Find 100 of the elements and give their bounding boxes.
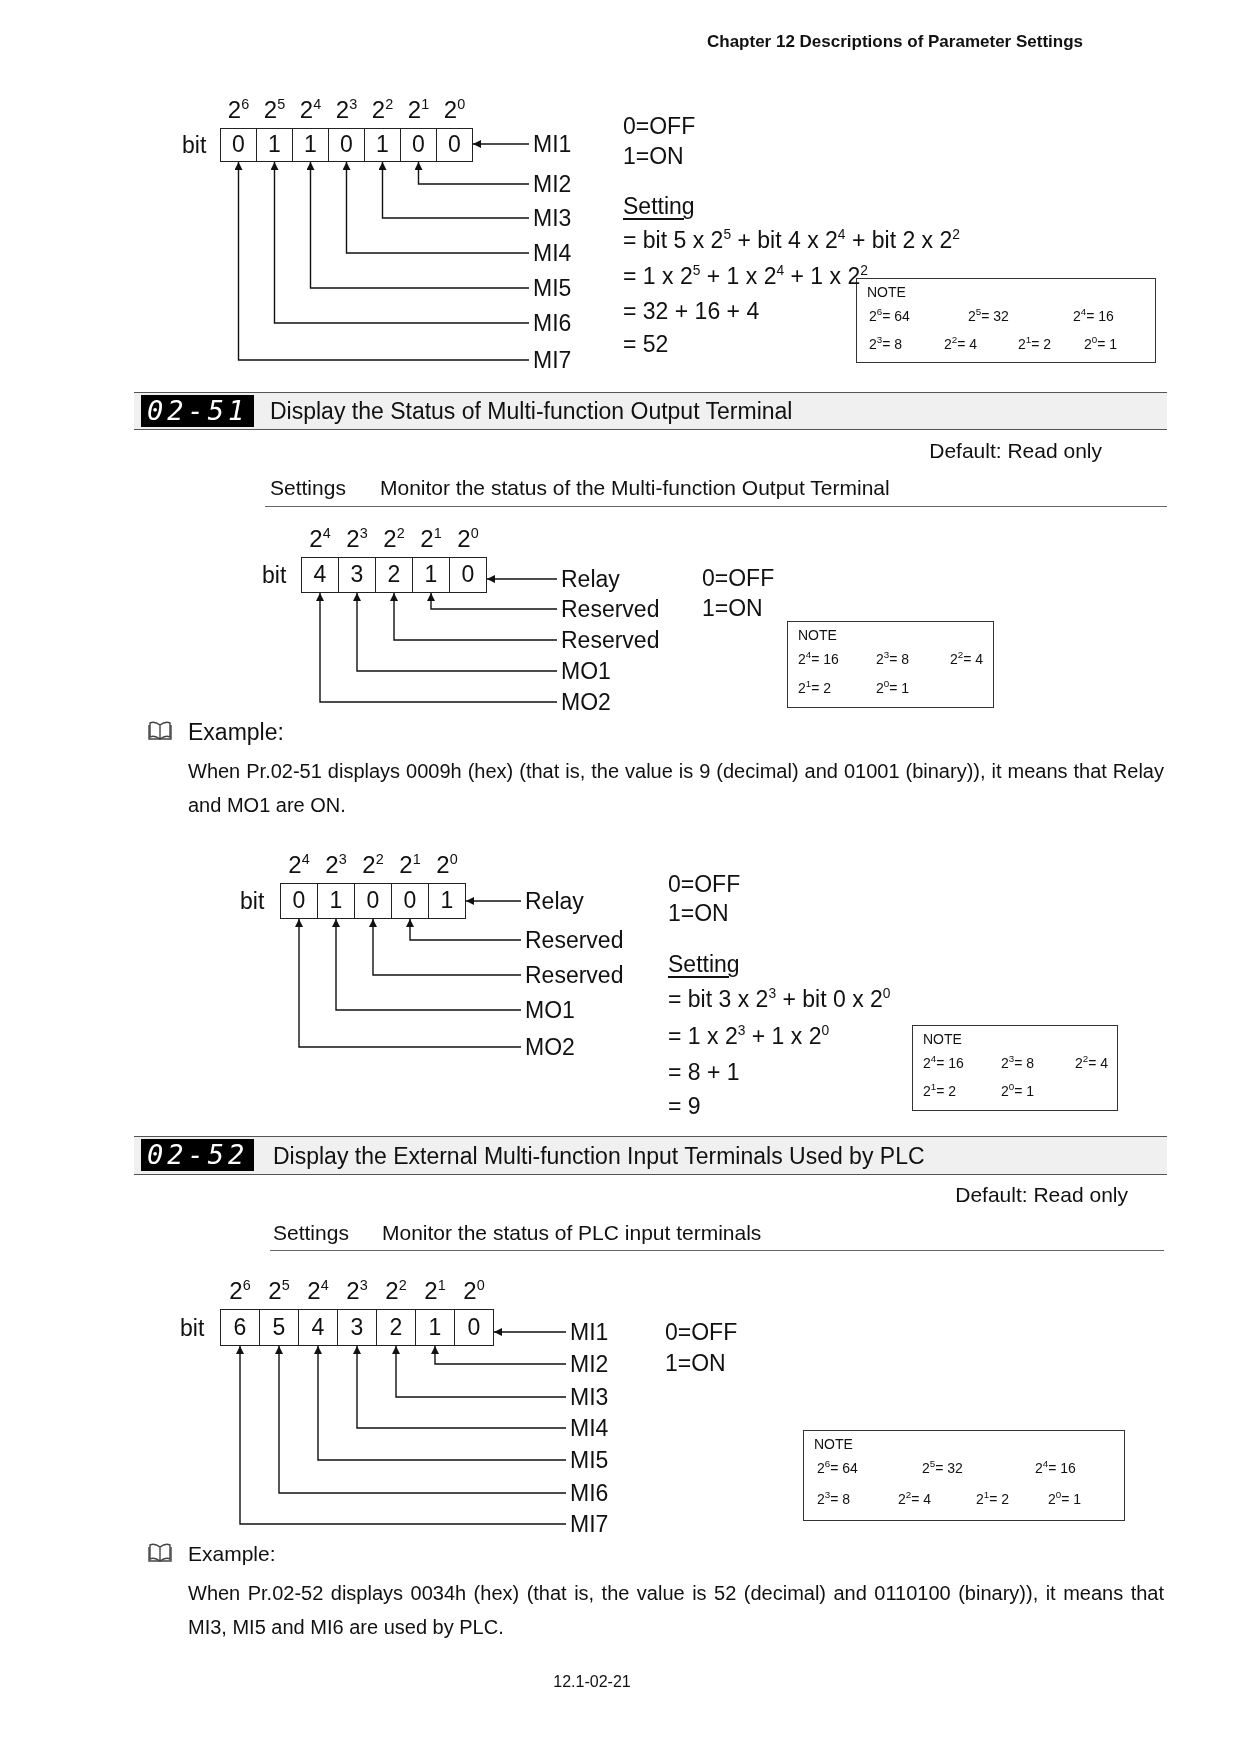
note-value: 2$^{0}$= 1 — [876, 678, 910, 697]
arrow — [353, 1345, 567, 1429]
bit-cell: 4 — [301, 557, 339, 593]
terminal-label: Relay — [561, 565, 620, 593]
note-value: 2$^{1}$= 2 — [976, 1489, 1010, 1508]
note-value: 2$^{0}$= 1 — [1001, 1082, 1035, 1100]
arrow — [392, 1345, 567, 1398]
power-of-two-label: 2$^{6}$ — [228, 1277, 252, 1305]
note-value: 2$^{4}$= 16 — [923, 1054, 964, 1072]
arrow — [431, 1345, 567, 1365]
formula-text: = 1 x 2$^{3}$ + 1 x 2$^{0}$ — [668, 1022, 830, 1050]
note-heading: NOTE — [867, 283, 906, 301]
terminal-label: MO2 — [561, 688, 611, 716]
example-text: When Pr.02-52 displays 0034h (hex) (that is, the value is 52 (decimal) and 0110100 (binary)), it means that MI3, MI5 and MI6 are used by PLC. — [188, 1581, 1164, 1640]
section-title: Display the Status of Multi-function Output Terminal — [270, 397, 793, 425]
power-of-two-label: 2$^{3}$ — [345, 525, 369, 553]
arrow — [306, 161, 530, 289]
note-value: 2$^{0}$= 1 — [1084, 334, 1118, 353]
state-text: 0=OFF — [668, 870, 741, 898]
note-value: 2$^{2}$= 4 — [950, 650, 984, 668]
section-title: Display the External Multi-function Input Terminals Used by PLC — [273, 1142, 925, 1170]
bit-label: bit — [182, 131, 207, 159]
terminal-label: MI2 — [570, 1350, 609, 1378]
terminal-label: MI6 — [533, 309, 572, 337]
terminal-label: Reserved — [561, 595, 660, 623]
arrow — [472, 140, 530, 148]
note-value: 2$^{2}$= 4 — [898, 1489, 932, 1508]
page-number: 12.1-02-21 — [553, 1672, 631, 1692]
power-of-two-label: 2$^{3}$ — [345, 1277, 369, 1305]
power-of-two-label: 2$^{2}$ — [370, 96, 395, 124]
note-value: 2$^{1}$= 2 — [1018, 334, 1052, 353]
power-of-two-label: 2$^{2}$ — [382, 525, 406, 553]
arrow — [332, 918, 522, 1011]
arrow — [270, 161, 530, 324]
example-heading: Example: — [188, 1541, 276, 1567]
note-value: 2$^{5}$= 32 — [922, 1459, 963, 1477]
bit-cell: 0 — [220, 128, 257, 162]
terminal-label: MI3 — [570, 1383, 609, 1411]
power-of-two-label: 2$^{6}$ — [226, 96, 251, 124]
note-value: 2$^{2}$= 4 — [1075, 1054, 1109, 1072]
terminal-label: MI5 — [570, 1446, 609, 1474]
note-box — [803, 1430, 1125, 1521]
power-of-two-label: 2$^{1}$ — [398, 851, 422, 879]
note-value: 2$^{3}$= 8 — [876, 650, 910, 668]
state-text: 1=ON — [702, 594, 763, 622]
arrow — [486, 575, 558, 583]
terminal-label: MO1 — [561, 657, 611, 685]
power-of-two-label: 2$^{3}$ — [334, 96, 359, 124]
power-of-two-label: 2$^{0}$ — [456, 525, 480, 553]
arrow — [427, 592, 558, 610]
bit-cell: 1 — [256, 128, 293, 162]
power-of-two-label: 2$^{4}$ — [306, 1277, 330, 1305]
terminal-label: MI6 — [570, 1479, 609, 1507]
bit-cell: 3 — [337, 1309, 377, 1346]
terminal-label: Relay — [525, 887, 584, 915]
power-of-two-label: 2$^{1}$ — [423, 1277, 447, 1305]
bit-cell: 0 — [391, 883, 429, 919]
arrow — [314, 1345, 567, 1461]
note-heading: NOTE — [814, 1435, 853, 1453]
state-text: 1=ON — [623, 142, 684, 170]
power-of-two-label: 2$^{4}$ — [298, 96, 323, 124]
power-of-two-label: 2$^{0}$ — [442, 96, 467, 124]
bit-cell: 1 — [317, 883, 355, 919]
settings-description: Monitor the status of the Multi-function Output Terminal — [380, 475, 890, 501]
bit-cell: 0 — [328, 128, 365, 162]
note-value: 2$^{3}$= 8 — [817, 1489, 851, 1508]
state-text: 1=ON — [668, 899, 729, 927]
terminal-label: MO2 — [525, 1033, 575, 1061]
terminal-label: MI2 — [533, 170, 572, 198]
arrow — [493, 1328, 567, 1336]
formula-text: = bit 5 x 2$^{5}$ + bit 4 x 2$^{4}$ + bit 2 x 2$^{2}$ — [623, 226, 960, 254]
bit-cell: 0 — [454, 1309, 494, 1346]
power-of-two-label: 2$^{2}$ — [361, 851, 385, 879]
state-text: 0=OFF — [665, 1318, 738, 1346]
arrow — [275, 1345, 567, 1494]
terminal-label: MI7 — [570, 1510, 609, 1538]
bit-label: bit — [180, 1313, 205, 1342]
bit-cell: 1 — [415, 1309, 455, 1346]
example-heading: Example: — [188, 718, 284, 746]
arrow — [406, 918, 522, 941]
power-of-two-label: 2$^{2}$ — [384, 1277, 408, 1305]
formula-text: = 32 + 16 + 4 — [623, 297, 760, 325]
note-value: 2$^{6}$= 64 — [869, 307, 910, 325]
terminal-label: MI3 — [533, 204, 572, 232]
terminal-label: Reserved — [561, 626, 660, 654]
note-value: 2$^{4}$= 16 — [1035, 1459, 1076, 1477]
formula-text: = 8 + 1 — [668, 1058, 740, 1086]
arrow — [295, 918, 522, 1048]
power-of-two-label: 2$^{4}$ — [308, 525, 332, 553]
note-value: 2$^{0}$= 1 — [1048, 1489, 1082, 1508]
terminal-label: MI4 — [570, 1414, 609, 1442]
terminal-label: MI4 — [533, 239, 572, 267]
bit-cell: 4 — [298, 1309, 338, 1346]
bit-cell: 2 — [375, 557, 413, 593]
arrow — [378, 161, 530, 219]
note-value: 2$^{2}$= 4 — [944, 334, 978, 353]
default-value-text: Default: Read only — [929, 438, 1102, 464]
example-text: When Pr.02-51 displays 0009h (hex) (that is, the value is 9 (decimal) and 01001 (binary)), it means that Relay and MO1 are ON. — [188, 759, 1164, 818]
bit-cell: 0 — [354, 883, 392, 919]
note-heading: NOTE — [798, 626, 837, 644]
